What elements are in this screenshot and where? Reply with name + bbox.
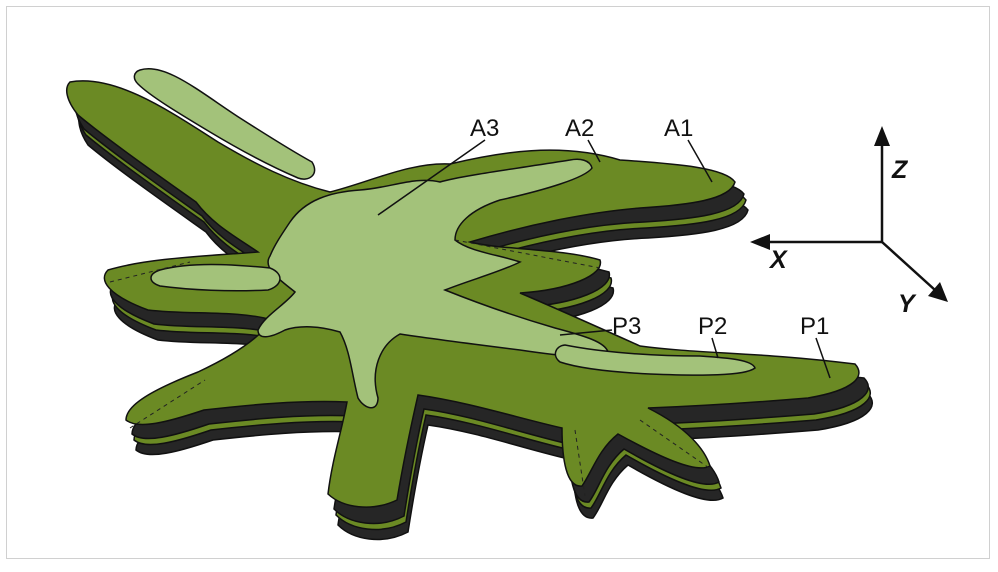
figure-frame	[6, 6, 990, 559]
